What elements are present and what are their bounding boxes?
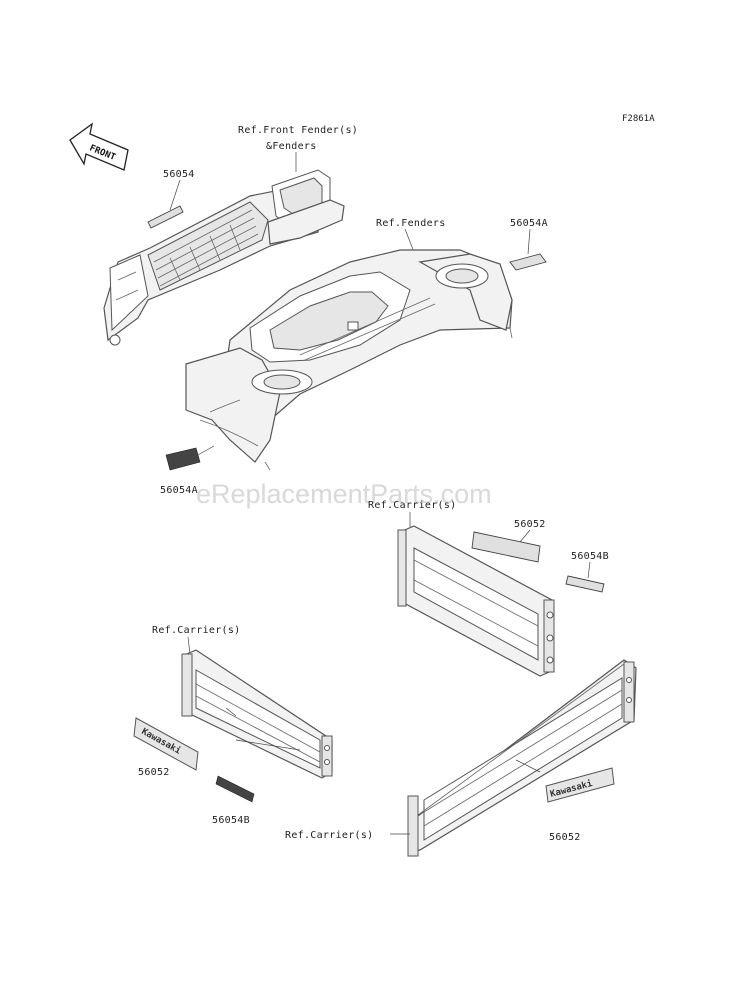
decal-56052-left [133,717,199,771]
label-ref-carrier-bottom: Ref.Carrier(s) [285,830,374,841]
label-part-56054: 56054 [163,169,195,180]
diagram-code: F2861A [622,114,655,124]
carrier-panel-top [397,525,555,677]
label-part-56054a-left: 56054A [160,485,198,496]
leader-56052-top [519,529,531,543]
label-part-56052-top: 56052 [514,519,546,530]
leader-56054b-right [587,561,591,579]
decal-56054b-left [215,775,255,803]
decal-56054a-right [509,253,547,271]
carrier-panel-bottom [407,659,637,857]
leader-56054a-right [527,228,531,255]
label-part-56052-left: 56052 [138,767,170,778]
leader-fenders [404,228,415,253]
decal-56054 [147,205,184,229]
label-ref-front-fender: Ref.Front Fender(s) [238,125,358,136]
leader-56054 [169,179,181,211]
label-part-56054b-left: 56054B [212,815,250,826]
carrier-panel-left [181,649,333,779]
decal-56054b-right [565,575,605,593]
rear-fender-body [185,249,513,471]
leader-left-panel-b [235,739,301,751]
label-part-56054b-right: 56054B [571,551,609,562]
label-ref-fenders: Ref.Fenders [376,218,446,229]
leader-56054a-left [195,445,215,457]
front-fender-assembly [103,169,345,346]
label-part-56054a-right: 56054A [510,218,548,229]
label-ref-front-fender-2: &Fenders [266,141,317,152]
decal-56052-bottom [545,767,615,803]
leader-left-panel-a [225,707,237,717]
leader-bottom-panel [515,759,541,773]
decal-56052-top [471,531,541,563]
label-ref-carrier-top: Ref.Carrier(s) [368,500,457,511]
front-arrow-icon: FRONT [69,122,129,171]
leader-carrier-left [187,636,191,655]
decal-56054a-left [165,447,201,471]
label-part-56052-bottom: 56052 [549,832,581,843]
label-ref-carrier-left: Ref.Carrier(s) [152,625,241,636]
watermark: eReplacementParts.com [196,479,492,509]
